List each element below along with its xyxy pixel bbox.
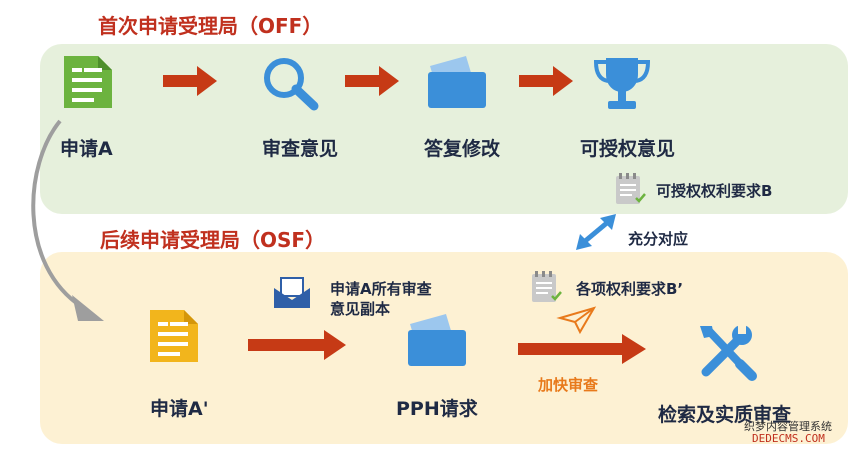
watermark-line1: 织梦内容管理系统 (744, 420, 832, 433)
step-response-amendment: 答复修改 (424, 138, 501, 160)
paper-plane-icon (556, 306, 597, 335)
arrow-right-2 (345, 66, 399, 96)
search-substantive-exam: 检索及实质审查 (658, 404, 792, 426)
correspondence-arrow (576, 214, 616, 250)
arrow-right-4 (248, 330, 346, 360)
arrow-right-5 (518, 334, 646, 364)
off-title: 首次申请受理局（OFF） (98, 14, 323, 38)
folder-icon (408, 314, 466, 366)
magnifier-icon (264, 58, 319, 111)
sufficient-correspondence-label: 充分对应 (628, 230, 689, 248)
application-a-prime: 申请A' (150, 398, 209, 420)
step-application-a: 申请A (60, 138, 113, 160)
envelope-icon (274, 277, 310, 308)
step-office-action: 审查意见 (262, 138, 339, 160)
arrow-right-1 (163, 66, 217, 96)
connector-arrow (31, 119, 104, 321)
allowable-claims-b: 可授权权利要求B (656, 182, 773, 200)
step-allowance-opinion: 可授权意见 (580, 138, 676, 160)
tools-icon (700, 324, 757, 381)
notepad-icon (532, 271, 562, 302)
document-icon (150, 310, 198, 362)
watermark-line2: DEDECMS.COM (752, 432, 825, 445)
trophy-icon (593, 58, 651, 109)
arrow-right-3 (519, 66, 573, 96)
expedited-examination-label: 加快审查 (538, 376, 599, 394)
office-action-copies-line1: 申请A所有审查 (330, 280, 432, 298)
folder-icon (428, 56, 486, 108)
osf-title: 后续申请受理局（OSF） (100, 228, 326, 252)
office-action-copies-line2: 意见副本 (330, 300, 391, 318)
notepad-icon (616, 173, 646, 204)
claims-b-prime: 各项权利要求B’ (576, 280, 684, 298)
document-icon (64, 56, 112, 108)
pph-request: PPH请求 (396, 398, 478, 420)
